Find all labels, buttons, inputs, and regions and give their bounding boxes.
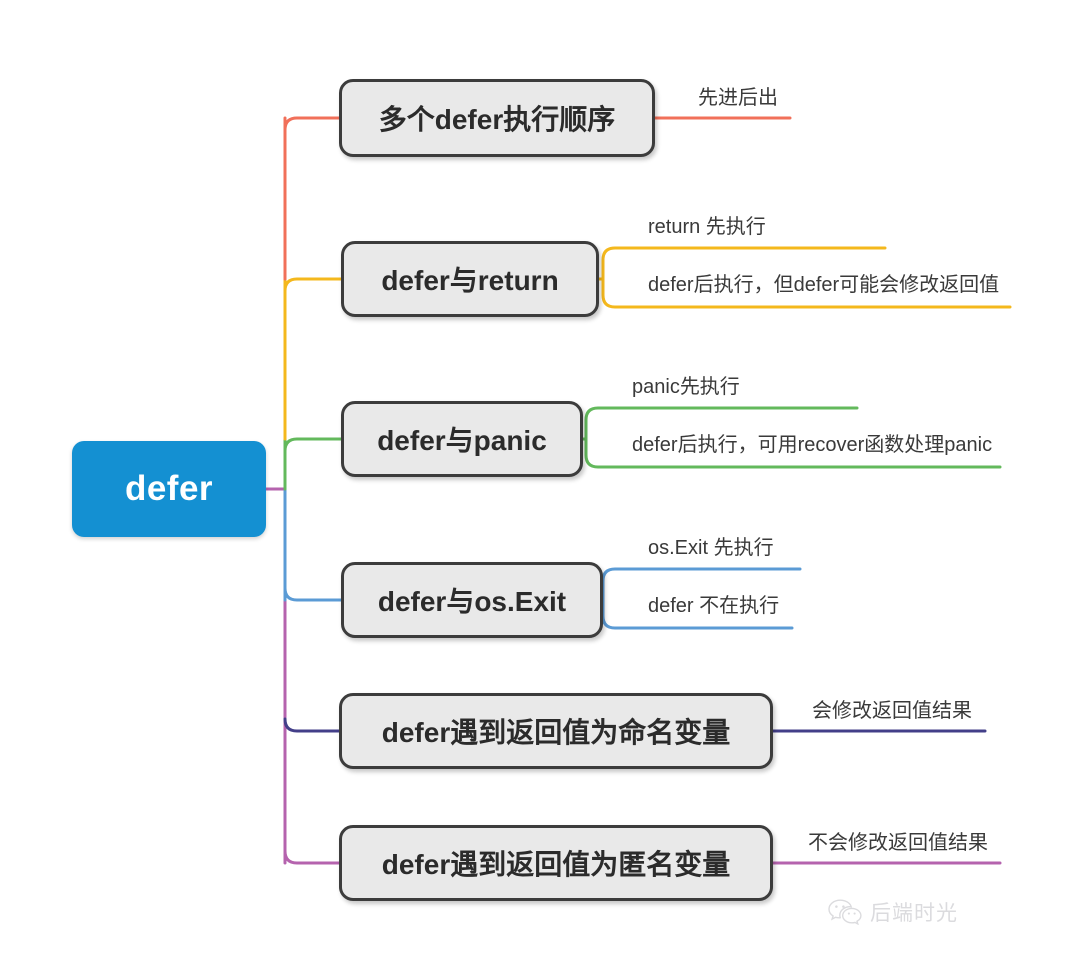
leaf-label-defer-and-panic-0: panic先执行 [632, 376, 740, 398]
connector-branch-defer-anonymous-return-var [283, 849, 341, 865]
topic-node-defer-and-os-exit[interactable]: defer与os.Exit [341, 562, 603, 638]
leaf-label-defer-and-os-exit-1: defer 不在执行 [648, 595, 780, 617]
connector-leaf-defer-and-return-1 [601, 277, 1012, 309]
topic-node-multi-defer-order[interactable]: 多个defer执行顺序 [339, 79, 655, 157]
topic-node-label: defer与os.Exit [377, 586, 567, 617]
topic-node-defer-anonymous-return-var[interactable]: defer遇到返回值为匿名变量 [339, 825, 773, 901]
topic-node-label: defer与panic [377, 425, 547, 456]
leaf-label-multi-defer-order-0: 先进后出 [698, 87, 778, 109]
connector-leaf-defer-and-panic-1 [584, 437, 1002, 469]
connector-branch-defer-and-panic [283, 437, 343, 453]
topic-node-defer-and-return[interactable]: defer与return [341, 241, 599, 317]
connector-branch-defer-and-return [283, 277, 343, 293]
watermark-text: 后端时光 [870, 902, 958, 925]
leaf-label-defer-anonymous-return-var-0: 不会修改返回值结果 [808, 832, 988, 854]
root-node-defer[interactable]: defer [72, 441, 266, 537]
connector-leaf-defer-and-return-0 [601, 246, 887, 281]
topic-node-label: defer遇到返回值为匿名变量 [381, 849, 731, 880]
leaf-label-defer-and-panic-1: defer后执行，可用recover函数处理panic [632, 434, 993, 456]
watermark: 后端时光 [828, 897, 958, 927]
topic-node-defer-named-return-var[interactable]: defer遇到返回值为命名变量 [339, 693, 773, 769]
connector-leaf-defer-and-os-exit-0 [601, 567, 802, 602]
leaf-label-defer-and-return-0: return 先执行 [648, 216, 766, 238]
connector-leaf-defer-and-panic-0 [584, 406, 859, 441]
root-node-label: defer [124, 469, 214, 508]
connector-branch-defer-named-return-var [283, 717, 341, 733]
connector-branch-multi-defer-order [283, 116, 341, 132]
topic-node-label: 多个defer执行顺序 [378, 104, 616, 135]
topic-node-defer-and-panic[interactable]: defer与panic [341, 401, 583, 477]
topic-node-label: defer遇到返回值为命名变量 [381, 717, 731, 748]
leaf-label-defer-named-return-var-0: 会修改返回值结果 [812, 700, 972, 722]
connector-leaf-defer-and-os-exit-1 [601, 598, 794, 630]
topic-node-label: defer与return [381, 265, 559, 296]
leaf-label-defer-and-return-1: defer后执行，但defer可能会修改返回值 [648, 274, 1000, 296]
wechat-icon [828, 899, 862, 925]
leaf-label-defer-and-os-exit-0: os.Exit 先执行 [648, 537, 774, 559]
connector-branch-defer-and-os-exit [283, 586, 343, 602]
